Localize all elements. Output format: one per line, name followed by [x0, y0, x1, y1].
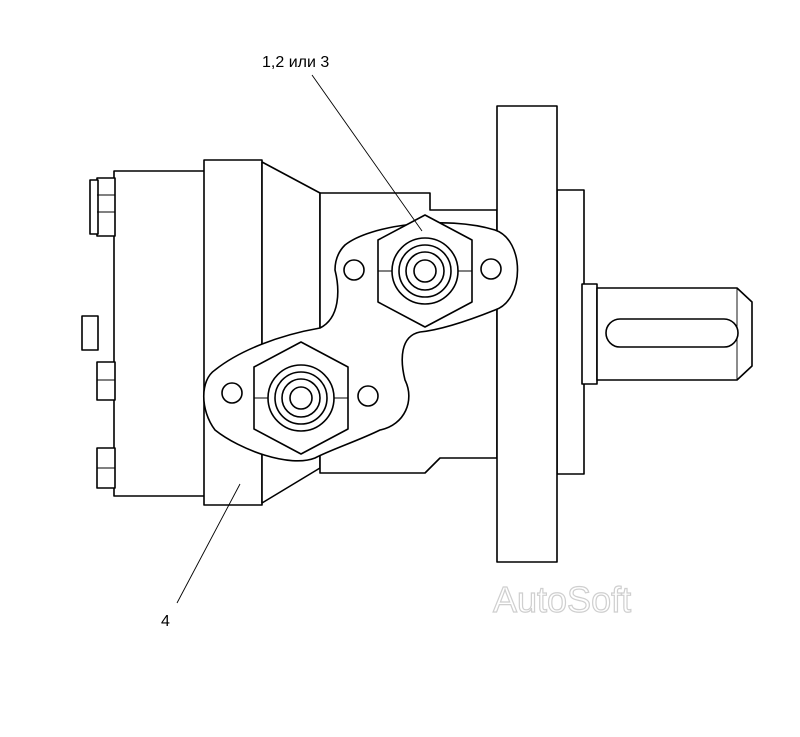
leader-line-fittings: [311, 74, 423, 232]
plate-bolt-hole: [357, 385, 379, 407]
watermark-text: AutoSoft: [493, 579, 631, 620]
callout-housing-label: 4: [161, 613, 170, 630]
callout-fittings-label: 1,2 или 3: [262, 54, 329, 71]
plate-bolt-hole: [343, 259, 365, 281]
leader-line-housing: [176, 483, 241, 604]
plate-bolt-hole: [221, 382, 243, 404]
output-shaft: [581, 283, 753, 385]
rear-cover: [81, 170, 207, 497]
upper-port-fitting: [377, 214, 473, 328]
mounting-flange: [496, 105, 585, 563]
lower-port-fitting: [253, 341, 349, 455]
plate-bolt-hole: [480, 258, 502, 280]
